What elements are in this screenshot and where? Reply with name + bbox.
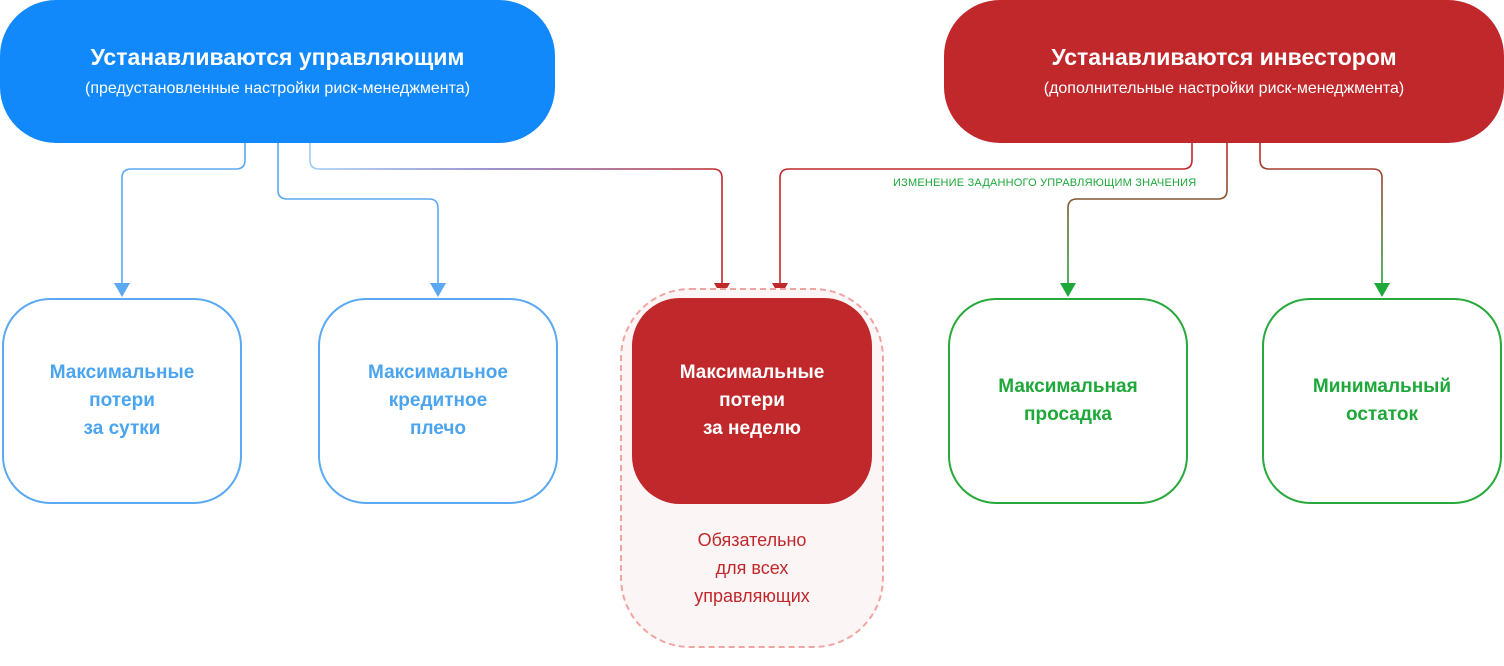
node-max-drawdown-label: Максимальная просадка	[998, 376, 1138, 425]
node-max-leverage: Максимальное кредитное плечо	[318, 298, 558, 504]
manager-settings-subtitle: (предустановленные настройки риск-менедж…	[84, 79, 471, 97]
investor-settings-title: Устанавливаются инвестором	[1051, 43, 1397, 70]
node-max-daily-losses: Максимальные потери за сутки	[2, 298, 242, 504]
arrow-head-min-balance	[1374, 283, 1390, 297]
node-min-balance: Минимальный остаток	[1262, 298, 1502, 504]
node-max-leverage-label: Максимальное кредитное плечо	[368, 362, 508, 439]
manager-settings-header: Устанавливаются управляющим (предустанов…	[0, 0, 555, 143]
arrow-head-daily-losses	[114, 283, 130, 297]
node-max-weekly-losses-label: Максимальные потери за неделю	[679, 362, 825, 439]
connector-investor-drawdown	[1067, 143, 1228, 284]
node-max-daily-losses-label: Максимальные потери за сутки	[49, 362, 195, 439]
manager-settings-title: Устанавливаются управляющим	[90, 43, 465, 70]
override-note: ИЗМЕНЕНИЕ ЗАДАННОГО УПРАВЛЯЮЩИМ ЗНАЧЕНИЯ	[893, 177, 1197, 189]
node-min-balance-label: Минимальный остаток	[1312, 376, 1452, 425]
node-max-drawdown: Максимальная просадка	[948, 298, 1188, 504]
connector-manager-weekly-losses	[309, 143, 723, 284]
connector-investor-min-balance	[1259, 143, 1383, 284]
investor-settings-subtitle: (дополнительные настройки риск-менеджмен…	[1043, 79, 1405, 97]
connector-manager-leverage	[277, 143, 439, 284]
connector-manager-daily-losses	[121, 143, 246, 284]
arrow-head-leverage	[430, 283, 446, 297]
arrow-head-drawdown	[1060, 283, 1076, 297]
connector-investor-weekly-losses	[779, 143, 1193, 284]
node-max-weekly-losses: Максимальные потери за неделю	[632, 298, 872, 504]
investor-settings-header: Устанавливаются инвестором (дополнительн…	[944, 0, 1504, 143]
mandatory-note: Обязательно для всех управляющих	[694, 530, 810, 606]
